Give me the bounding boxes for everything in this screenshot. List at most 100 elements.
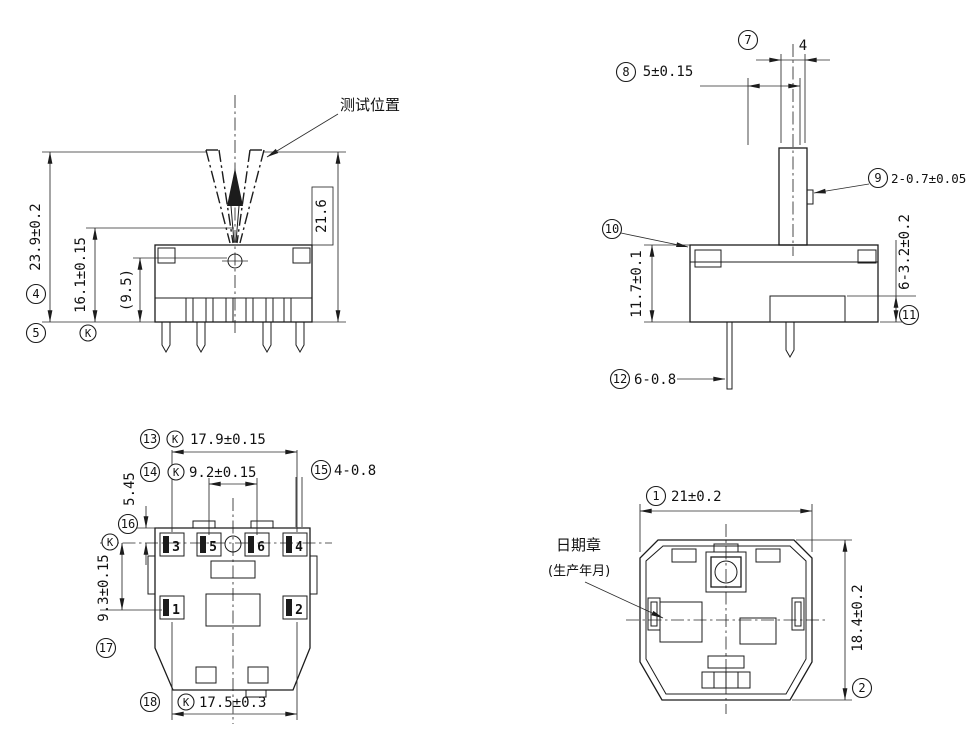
dim-top-offset-text: 5.45	[122, 472, 138, 506]
switch-body-top	[639, 539, 813, 701]
k-mark-row-pitch: K	[101, 533, 119, 551]
dim-pin: 6-0.8 12	[609, 368, 726, 390]
dim-ref-height-text: (9.5)	[119, 269, 135, 311]
balloon-11-number: 11	[902, 308, 916, 322]
dim-outer-pitch-text: 17.9±0.15	[190, 432, 266, 448]
balloon-18-number: 18	[143, 695, 157, 709]
balloon-7-number: 7	[744, 33, 751, 47]
bottom-view-geometry: 3 5 6 4 1 2	[100, 498, 332, 724]
dim-frame-height-text: 16.1±0.15	[73, 237, 89, 313]
dim-width-text: 21±0.2	[671, 489, 722, 505]
k-symbol: K	[172, 434, 179, 446]
terminal-5: 5	[196, 532, 222, 557]
date-stamp-area	[659, 601, 703, 643]
leader-balloon-10: 10	[601, 218, 689, 248]
dim-row-pitch-text: 9.3±0.15	[96, 554, 112, 621]
terminal-3-number: 3	[172, 540, 180, 555]
dim-terminal-width: 15 4-0.8	[295, 459, 376, 527]
dim-lever-height: 21.6	[311, 151, 341, 323]
dim-knob-width: 4 7	[737, 29, 830, 143]
dim-bottom-pitch: 18 K 17.5±0.3	[139, 622, 298, 720]
date-stamp-note: (生产年月)	[548, 564, 610, 579]
k-mark-outer-pitch: K	[166, 430, 184, 448]
balloon-11: 11	[898, 304, 920, 326]
dim-depth-text: 18.4±0.2	[850, 584, 866, 651]
basic-dim-box	[311, 186, 334, 246]
balloon-5: 5	[25, 322, 47, 344]
balloon-7: 7	[737, 29, 759, 51]
dim-pin-text: 6-0.8	[634, 372, 676, 388]
balloon-16-number: 16	[121, 517, 135, 531]
k-symbol: K	[183, 697, 190, 709]
switch-body-side	[689, 244, 879, 323]
balloon-15-number: 15	[314, 463, 328, 477]
balloon-5-number: 5	[32, 326, 39, 340]
dim-frame-height: 16.1±0.15 K 5	[25, 227, 234, 344]
switch-body-bottom	[154, 527, 311, 691]
balloon-10: 10	[601, 218, 623, 240]
balloon-1-number: 1	[652, 489, 659, 503]
front-view: 测试位置 23.9±0.2 4 16.1±0.15 K	[25, 95, 400, 354]
dim-outer-pitch: 13 K 17.9±0.15	[139, 428, 298, 532]
terminal-4-number: 4	[295, 540, 303, 555]
balloon-8-number: 8	[622, 65, 629, 79]
balloon-13-number: 13	[143, 432, 157, 446]
dim-body-height: 11.7±0.1	[629, 244, 690, 323]
dim-travel-text: 5±0.15	[643, 64, 694, 80]
terminal-1: 1	[159, 595, 185, 620]
date-stamp-label: 日期章	[556, 536, 601, 554]
balloon-17: 17	[95, 637, 117, 659]
dim-terminal-width-text: 4-0.8	[334, 463, 376, 479]
side-pins	[726, 321, 795, 390]
dim-inner-pitch: 14 K 9.2±0.15	[139, 461, 258, 535]
balloon-14-number: 14	[143, 465, 157, 479]
front-view-geometry	[154, 95, 313, 354]
comb-slots	[185, 297, 292, 323]
terminal-6-number: 6	[257, 540, 265, 555]
balloon-10-number: 10	[605, 222, 619, 236]
dim-total-height-text: 23.9±0.2	[28, 203, 44, 270]
k-mark-frame-height: K	[79, 324, 97, 342]
dim-depth: 18.4±0.2 2	[792, 539, 873, 701]
lever-tab	[806, 189, 814, 205]
top-view-geometry	[626, 524, 828, 714]
k-symbol: K	[173, 467, 180, 479]
dim-bottom-pitch-text: 17.5±0.3	[199, 695, 266, 711]
dim-row-pitch: K 9.3±0.15 17	[95, 533, 162, 659]
body-step	[769, 295, 846, 323]
top-view: 1 21±0.2 18.4±0.2 2 日期章 (生产年月)	[548, 485, 873, 714]
balloon-2-number: 2	[858, 681, 865, 695]
terminal-2: 2	[282, 595, 308, 620]
dim-body-height-text: 11.7±0.1	[629, 250, 645, 317]
dim-top-offset: 5.45 16	[117, 472, 158, 565]
balloon-4-number: 4	[32, 287, 39, 301]
dim-inner-pitch-text: 9.2±0.15	[189, 465, 256, 481]
front-pins	[161, 321, 305, 354]
balloon-12-number: 12	[613, 372, 627, 386]
actuator-hole	[714, 560, 738, 584]
terminal-1-number: 1	[172, 603, 180, 618]
dim-slot-text: 2-0.7±0.05	[891, 171, 966, 186]
dim-width: 1 21±0.2	[639, 485, 813, 552]
dim-slot: 2-0.7±0.05 9	[813, 167, 966, 194]
dim-total-height: 23.9±0.2 4	[25, 151, 346, 323]
balloon-2: 2	[851, 677, 873, 699]
balloon-4: 4	[25, 283, 47, 305]
balloon-15: 15	[310, 459, 332, 481]
terminal-6: 6	[244, 532, 270, 557]
balloon-13: 13	[139, 428, 161, 450]
balloon-12: 12	[609, 368, 631, 390]
balloon-17-number: 17	[99, 641, 113, 655]
side-view-geometry	[689, 44, 879, 390]
balloon-18: 18	[139, 691, 161, 713]
leader-date-stamp: 日期章 (生产年月)	[548, 536, 664, 619]
terminal-2-number: 2	[295, 603, 303, 618]
terminal-4: 4	[282, 532, 308, 557]
terminal-3: 3	[159, 532, 185, 557]
lever-pointer	[227, 168, 243, 206]
side-view: 4 7 5±0.15 8 2-0.7±0.05 9	[601, 29, 966, 390]
bottom-view: 3 5 6 4 1 2	[95, 428, 376, 724]
k-symbol: K	[107, 537, 114, 549]
